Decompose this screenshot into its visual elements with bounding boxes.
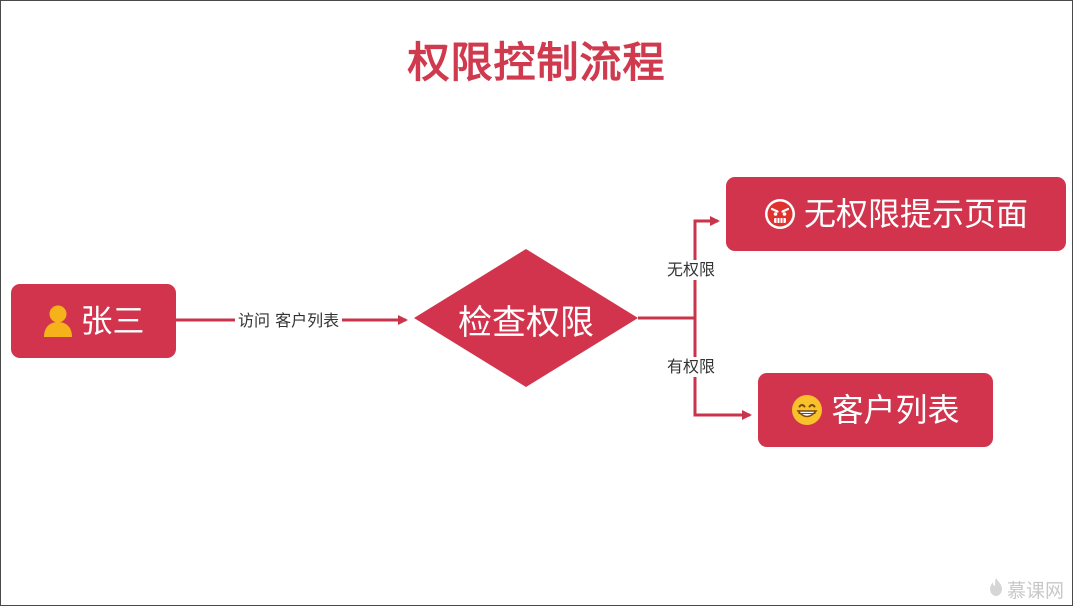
edge-allow-line (693, 318, 752, 420)
decision-node-label: 检查权限 (458, 302, 594, 343)
edge-deny-line (693, 216, 720, 318)
deny-node: 无权限提示页面 (726, 177, 1066, 251)
watermark-text: 慕课网 (1006, 580, 1064, 602)
grinning-face-icon (791, 394, 823, 426)
user-node-label: 张三 (80, 302, 145, 340)
diagram-title: 权限控制流程 (407, 38, 666, 87)
decision-diamond (414, 249, 638, 387)
deny-node-label: 无权限提示页面 (803, 195, 1028, 233)
edge-access-label: 访问 客户列表 (235, 311, 343, 331)
watermark-logo: 慕课网 (988, 576, 1064, 603)
flame-icon (988, 577, 1004, 602)
allow-node: 客户列表 (758, 373, 993, 447)
edge-allow-label: 有权限 (667, 357, 716, 377)
allow-node-label: 客户列表 (831, 391, 960, 429)
user-node: 张三 (11, 284, 176, 358)
user-icon (42, 304, 74, 338)
angry-face-icon (764, 198, 796, 230)
edge-deny-label: 无权限 (667, 260, 716, 280)
